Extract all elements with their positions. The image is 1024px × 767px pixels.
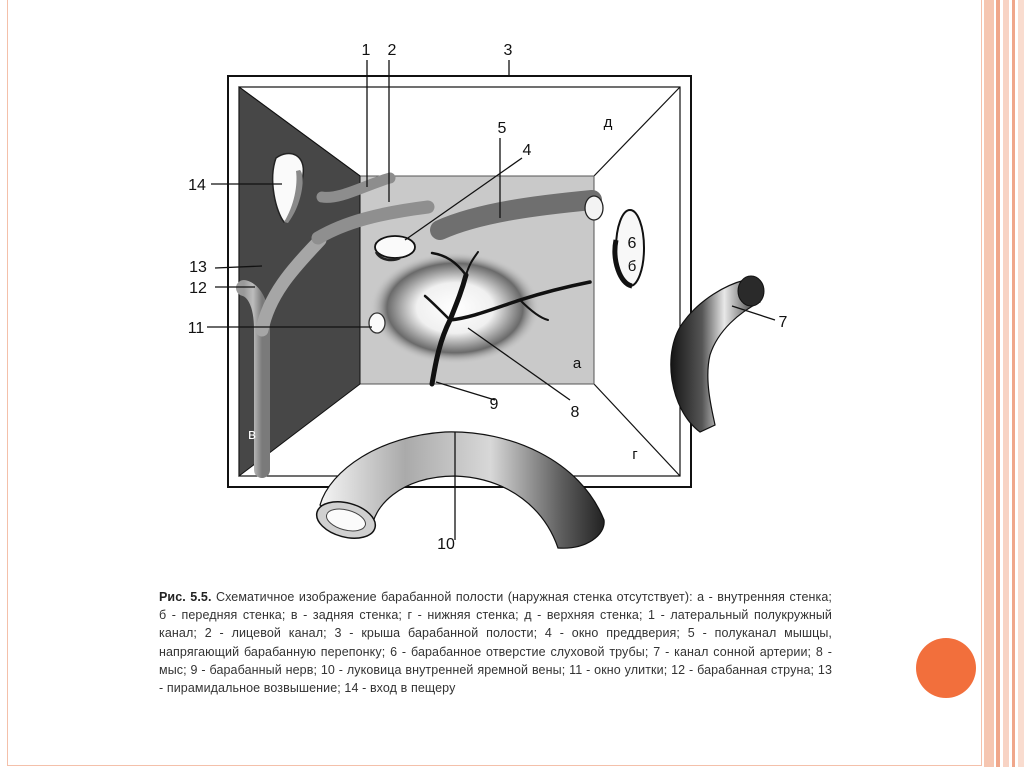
lateral-canal: [316, 172, 396, 203]
accent-circle: [916, 638, 976, 698]
slide-frame: [7, 0, 982, 766]
facial-nerve-descent: [255, 233, 327, 337]
round-window: [368, 312, 386, 334]
tensor-semicanal: [430, 190, 602, 240]
label-6: 6: [628, 235, 637, 252]
perspective-line: [593, 86, 681, 177]
jugular-bulb: [315, 431, 605, 549]
label-d: д: [604, 114, 613, 131]
decorative-stripe: [1012, 0, 1015, 767]
facial-canal: [311, 200, 435, 245]
label-1: 1: [362, 42, 371, 59]
oval-window: [374, 235, 416, 259]
figure-caption: Рис. 5.5. Схематичное изображение бараба…: [159, 588, 832, 697]
label-9: 9: [490, 396, 499, 413]
label-3: 3: [504, 42, 513, 59]
tympanic-nerve: [423, 251, 592, 387]
caption-text: Схематичное изображение барабанной полос…: [159, 590, 833, 696]
caption-lead: Рис. 5.5.: [159, 590, 212, 604]
aditus-shadow: [284, 170, 303, 223]
label-b: б: [628, 258, 637, 275]
label-4: 4: [523, 142, 532, 159]
label-12: 12: [189, 280, 207, 297]
decorative-stripe: [1018, 0, 1024, 767]
label-7: 7: [779, 314, 788, 331]
label-a: а: [573, 355, 582, 372]
label-5: 5: [498, 120, 507, 137]
label-13: 13: [189, 259, 207, 276]
oval-window-rim: [374, 251, 401, 262]
label-8: 8: [571, 404, 580, 421]
label-2: 2: [388, 42, 397, 59]
label-11: 11: [188, 320, 205, 337]
label-10: 10: [437, 536, 455, 553]
label-v: в: [248, 426, 256, 443]
eustachian-tube-rim: [612, 239, 633, 289]
label-14: 14: [188, 177, 206, 194]
perspective-line: [593, 383, 681, 477]
tensor-semicanal-end: [584, 195, 604, 221]
decorative-stripe: [996, 0, 1000, 767]
decorative-stripe: [984, 0, 994, 767]
decorative-stripe: [1003, 0, 1009, 767]
leader-lines: [207, 60, 776, 540]
carotid-canal: [670, 275, 765, 433]
label-g: г: [632, 446, 638, 463]
